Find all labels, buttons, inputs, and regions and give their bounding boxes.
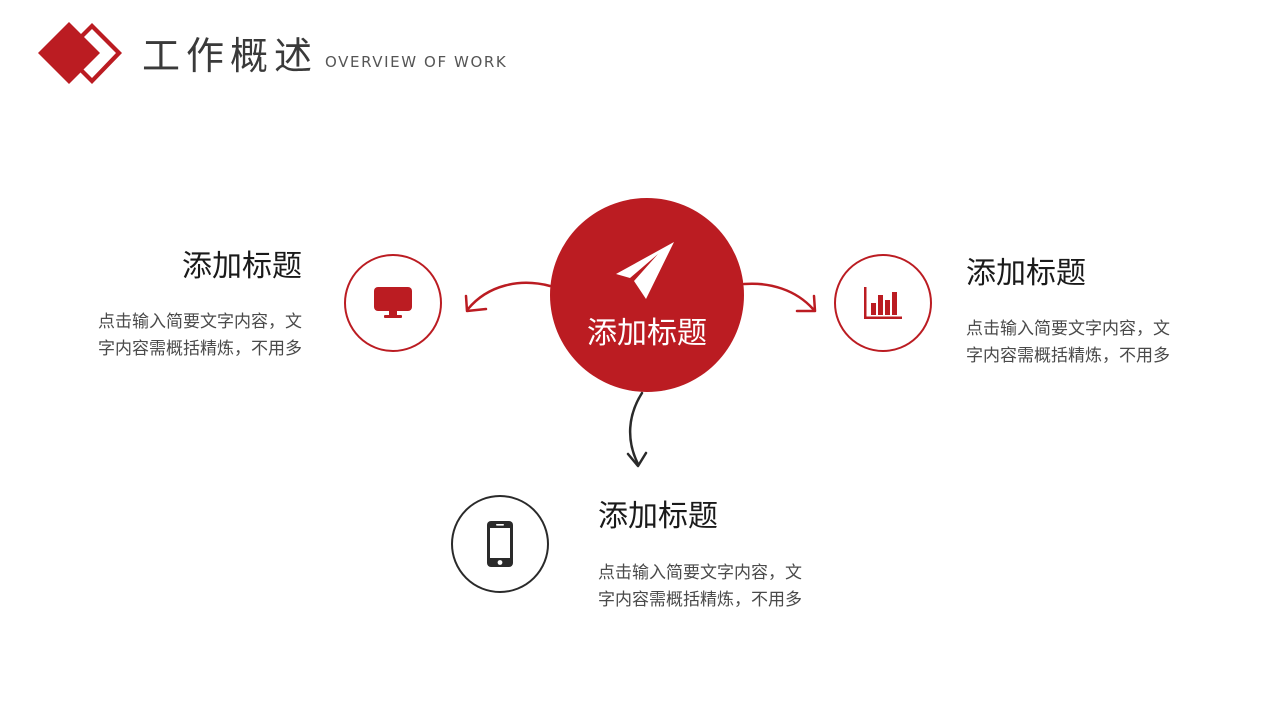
page-subtitle: OVERVIEW OF WORK <box>325 53 508 71</box>
item-desc-bottom: 点击输入简要文字内容，文 字内容需概括精炼，不用多 <box>598 560 828 614</box>
item-desc-left-line2: 字内容需概括精炼，不用多 <box>98 339 302 359</box>
monitor-node <box>344 254 442 352</box>
item-desc-right-line2: 字内容需概括精炼，不用多 <box>966 346 1170 366</box>
item-desc-bottom-line2: 字内容需概括精炼，不用多 <box>598 590 802 610</box>
smartphone-node <box>451 495 549 593</box>
page-title: 工作概述 <box>142 34 319 78</box>
item-desc-right-line1: 点击输入简要文字内容，文 <box>966 319 1170 339</box>
paper-plane-icon <box>616 242 674 299</box>
bar-chart-icon <box>864 287 902 319</box>
center-title: 添加标题 <box>587 316 707 351</box>
item-desc-bottom-line1: 点击输入简要文字内容，文 <box>598 563 802 583</box>
diamond-logo-icon <box>38 22 122 84</box>
arrow-down <box>626 391 648 468</box>
arrow-right <box>742 282 817 313</box>
monitor-icon <box>374 287 412 318</box>
chart-node <box>834 254 932 352</box>
item-desc-right: 点击输入简要文字内容，文 字内容需概括精炼，不用多 <box>966 316 1196 370</box>
item-title-bottom: 添加标题 <box>598 499 718 534</box>
item-title-right: 添加标题 <box>966 256 1086 291</box>
item-title-left: 添加标题 <box>182 249 302 284</box>
item-desc-left: 点击输入简要文字内容，文 字内容需概括精炼，不用多 <box>72 309 302 363</box>
item-desc-left-line1: 点击输入简要文字内容，文 <box>98 312 302 332</box>
smartphone-icon <box>487 521 513 567</box>
arrow-left <box>464 281 552 313</box>
